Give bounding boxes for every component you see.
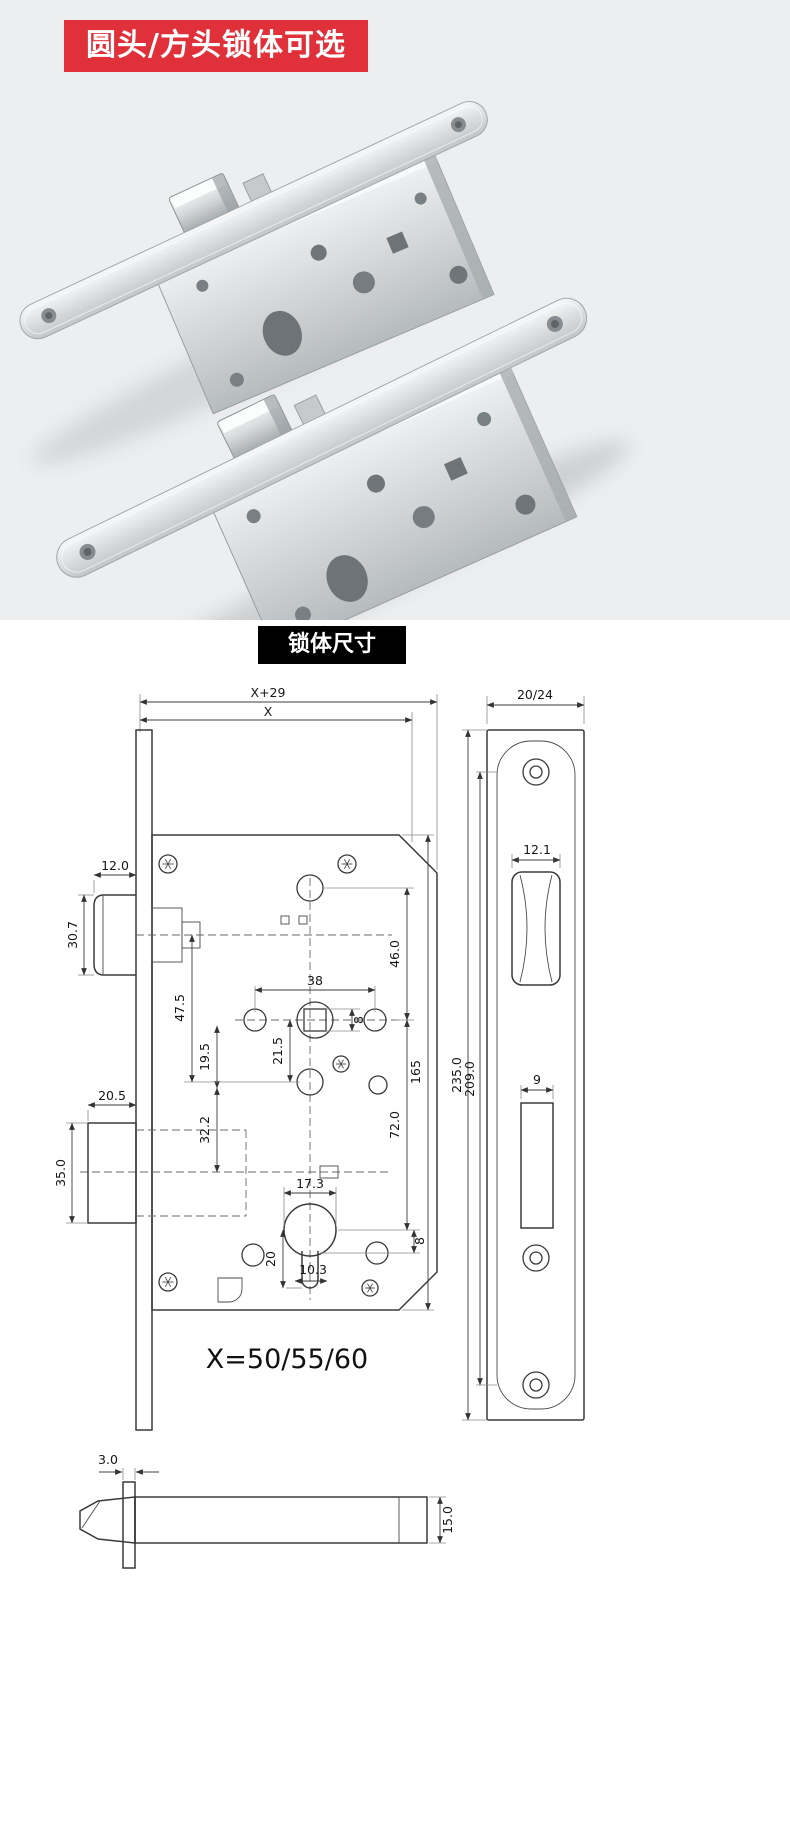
header-badge: 圆头/方头锁体可选 — [64, 20, 368, 72]
dim-latch-group: 12.0 30.7 — [65, 858, 137, 976]
latch-cutout — [511, 871, 561, 986]
dim-screw-span: 209.0 — [462, 1061, 477, 1097]
dim-bolt-height: 35.0 — [53, 1159, 68, 1187]
dim-47-5: 47.5 — [172, 994, 187, 1022]
lock-body-photo-upper — [19, 101, 495, 415]
dim-17-3: 17.3 — [296, 1176, 324, 1191]
dim-latch-cut: 12.1 — [523, 842, 551, 857]
dim-latch-width: 12.0 — [101, 858, 129, 873]
dim-32-2: 32.2 — [197, 1116, 212, 1144]
lock-dimension-drawing: X+29 X 12.0 — [53, 685, 585, 1569]
follower-hole — [296, 1001, 334, 1039]
dim-bolt-cut: 9 — [533, 1072, 541, 1087]
torx-screw-hole — [158, 854, 178, 874]
cylinder-hole — [262, 310, 302, 356]
dim-10-3: 10.3 — [299, 1262, 327, 1277]
dim-20: 20 — [263, 1251, 278, 1267]
bolt-cutout — [520, 1102, 554, 1229]
dim-19-5: 19.5 — [197, 1043, 212, 1071]
dim-latch-side-group: 3.0 15.0 — [98, 1452, 455, 1544]
dim-latch-bolt-height: 15.0 — [440, 1506, 455, 1534]
dim-165: 165 — [408, 1060, 423, 1084]
latch-bolt — [93, 894, 201, 976]
backset-note: X=50/55/60 — [206, 1344, 368, 1375]
dim-72: 72.0 — [387, 1111, 402, 1139]
product-photo-section: 圆头/方头锁体可选 — [0, 0, 790, 620]
dim-plate-height: 235.0 — [449, 1057, 464, 1093]
dim-8-cyl: 8 — [412, 1237, 427, 1245]
lock-body-photo-lower — [56, 297, 588, 620]
torx-screw-hole — [158, 1272, 178, 1292]
dim-deadbolt-group: 20.5 35.0 — [53, 1088, 137, 1224]
dim-21-5: 21.5 — [270, 1037, 285, 1065]
dim-38: 38 — [307, 973, 323, 988]
torx-screw-hole — [361, 1279, 379, 1297]
dim-latch-height: 30.7 — [65, 921, 80, 949]
torx-screw-hole — [332, 1055, 350, 1073]
faceplate-front-view — [486, 729, 585, 1421]
dim-x-plus-29: X+29 — [251, 685, 286, 700]
dim-46: 46.0 — [387, 940, 402, 968]
deadbolt — [87, 1122, 247, 1224]
spindle-hole — [386, 231, 409, 254]
dim-faceplate-group: 20/24 12.1 9 235.0 209.0 — [449, 687, 585, 1421]
dim-backset-group: X+29 X — [139, 685, 438, 870]
torx-screw-hole — [337, 854, 357, 874]
dim-plate-thickness: 3.0 — [98, 1452, 118, 1467]
latch-side-view — [79, 1481, 428, 1569]
section-badge: 锁体尺寸 — [258, 626, 407, 664]
dim-interior-group: 38 8 21.5 19.5 47.5 32.2 46.0 72.0 8 — [172, 834, 434, 1311]
cylinder-hole — [326, 555, 368, 602]
faceplate — [56, 297, 588, 578]
dim-8-square: 8 — [351, 1016, 366, 1024]
spindle-hole — [443, 456, 468, 481]
dim-x: X — [264, 704, 273, 719]
lock-body-outline — [135, 729, 438, 1431]
spindle-square — [303, 1008, 327, 1032]
centerlines — [80, 878, 402, 1300]
lock-photo-illustration — [0, 0, 790, 620]
dim-bolt-width: 20.5 — [98, 1088, 126, 1103]
bottom-notch — [217, 1277, 243, 1303]
faceplate — [19, 101, 488, 340]
dim-plate-width: 20/24 — [517, 687, 553, 702]
